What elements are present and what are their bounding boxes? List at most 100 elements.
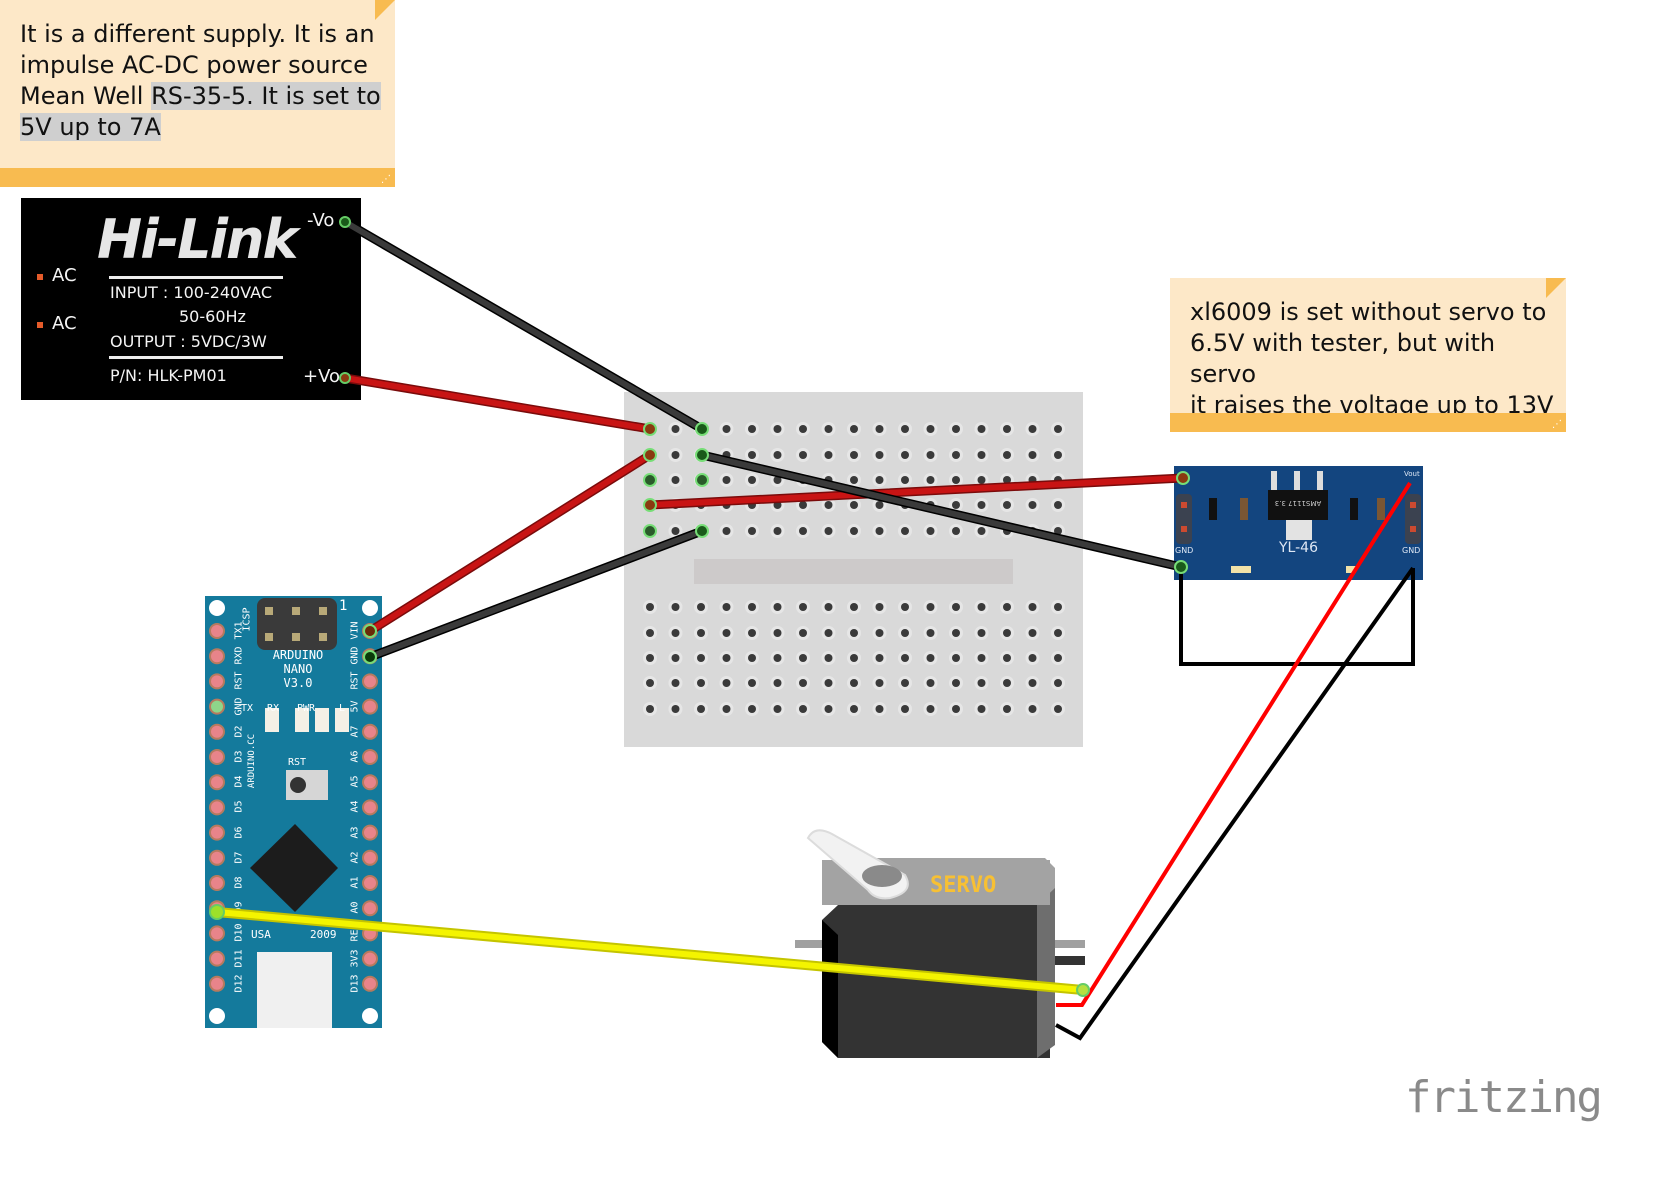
- breadboard-hole[interactable]: [901, 451, 909, 459]
- breadboard-hole[interactable]: [926, 425, 935, 433]
- breadboard-hole[interactable]: [773, 451, 782, 459]
- breadboard-hole[interactable]: [1054, 527, 1062, 535]
- breadboard-hole[interactable]: [1003, 501, 1011, 509]
- nano-pin-d13[interactable]: [362, 975, 378, 992]
- breadboard-hole[interactable]: [697, 705, 705, 713]
- resize-grip-icon[interactable]: ⋰: [1552, 419, 1562, 430]
- breadboard-hole[interactable]: [850, 629, 858, 637]
- nano-pin-d3[interactable]: [209, 749, 225, 765]
- breadboard-hole[interactable]: [697, 654, 705, 662]
- breadboard-hole[interactable]: [850, 476, 858, 484]
- breadboard-hole[interactable]: [646, 603, 654, 611]
- breadboard-hole[interactable]: [977, 527, 986, 535]
- breadboard-hole[interactable]: [1003, 451, 1011, 459]
- breadboard-hole[interactable]: [799, 629, 807, 637]
- breadboard-hole[interactable]: [901, 603, 909, 611]
- breadboard-hole[interactable]: [952, 501, 960, 509]
- nano-pin-a5[interactable]: [362, 774, 378, 791]
- breadboard-hole[interactable]: [1003, 679, 1011, 687]
- breadboard-hole[interactable]: [952, 629, 960, 637]
- breadboard-hole[interactable]: [1028, 629, 1037, 637]
- breadboard-hole[interactable]: [850, 679, 858, 687]
- breadboard-hole[interactable]: [646, 679, 654, 687]
- breadboard-hole[interactable]: [926, 705, 935, 713]
- nano-pin-d4[interactable]: [209, 774, 225, 791]
- nano-pin-a4[interactable]: [362, 799, 378, 816]
- nano-pin-rst[interactable]: [362, 673, 378, 690]
- breadboard-hole[interactable]: [875, 476, 884, 484]
- breadboard-hole[interactable]: [875, 705, 884, 713]
- breadboard-hole[interactable]: [824, 654, 833, 662]
- breadboard-hole[interactable]: [901, 425, 909, 433]
- breadboard-hole[interactable]: [977, 654, 986, 662]
- breadboard-hole[interactable]: [748, 679, 756, 687]
- breadboard-hole[interactable]: [850, 654, 858, 662]
- breadboard-hole[interactable]: [952, 603, 960, 611]
- breadboard-hole[interactable]: [875, 654, 884, 662]
- nano-pin-a7[interactable]: [362, 723, 378, 740]
- breadboard-hole[interactable]: [952, 705, 960, 713]
- breadboard-hole[interactable]: [1028, 679, 1037, 687]
- breadboard-hole[interactable]: [901, 527, 909, 535]
- breadboard-hole[interactable]: [850, 501, 858, 509]
- wire-servo-gnd[interactable]: [1055, 566, 1415, 1041]
- nano-pin-d6[interactable]: [209, 824, 225, 841]
- resize-grip-icon[interactable]: ⋰: [381, 174, 391, 185]
- breadboard-hole[interactable]: [722, 654, 731, 662]
- breadboard-hole[interactable]: [722, 705, 731, 713]
- arduino-nano[interactable]: ICSP 1 ARDUINO NANO V3.0 TX RX PWR L RST…: [205, 596, 382, 1028]
- breadboard-hole[interactable]: [799, 425, 807, 433]
- wire-hilink-pos[interactable]: [342, 375, 653, 432]
- breadboard-hole[interactable]: [977, 629, 986, 637]
- breadboard-hole[interactable]: [875, 527, 884, 535]
- nano-pin-5v[interactable]: [362, 698, 378, 715]
- breadboard-hole[interactable]: [952, 654, 960, 662]
- breadboard-hole[interactable]: [646, 654, 654, 662]
- breadboard-hole[interactable]: [977, 679, 986, 687]
- hilink-power-module[interactable]: Hi-Link -Vo AC AC INPUT : 100-240VAC 50-…: [21, 198, 361, 400]
- breadboard-hole[interactable]: [850, 451, 858, 459]
- breadboard-hole[interactable]: [850, 425, 858, 433]
- nano-pin-d8[interactable]: [209, 875, 225, 891]
- wire-servo-power[interactable]: [1056, 481, 1412, 1007]
- breadboard-hole[interactable]: [977, 705, 986, 713]
- breadboard-hole[interactable]: [773, 603, 782, 611]
- breadboard-hole[interactable]: [875, 679, 884, 687]
- breadboard-hole[interactable]: [926, 527, 935, 535]
- breadboard-hole[interactable]: [671, 527, 680, 535]
- breadboard-hole[interactable]: [901, 476, 909, 484]
- breadboard-hole[interactable]: [901, 654, 909, 662]
- breadboard-hole[interactable]: [748, 705, 756, 713]
- breadboard-hole[interactable]: [926, 654, 935, 662]
- nano-pin-d7[interactable]: [209, 849, 225, 866]
- breadboard-hole[interactable]: [671, 629, 680, 637]
- breadboard-hole[interactable]: [748, 451, 756, 459]
- breadboard-hole[interactable]: [773, 425, 782, 433]
- breadboard-hole[interactable]: [824, 629, 833, 637]
- breadboard-hole[interactable]: [875, 451, 884, 459]
- breadboard-hole[interactable]: [952, 451, 960, 459]
- breadboard-hole[interactable]: [773, 476, 782, 484]
- breadboard-hole[interactable]: [1003, 603, 1011, 611]
- wire-vin[interactable]: [367, 452, 653, 634]
- breadboard-hole[interactable]: [773, 654, 782, 662]
- breadboard-hole[interactable]: [1054, 425, 1062, 433]
- breadboard-hole[interactable]: [748, 527, 756, 535]
- breadboard-hole[interactable]: [1054, 603, 1062, 611]
- breadboard-hole[interactable]: [824, 603, 833, 611]
- yl46-module[interactable]: AMS1117 3.3 YL-46 GND GND Vout: [1174, 466, 1423, 580]
- breadboard-hole[interactable]: [850, 603, 858, 611]
- nano-pin-a6[interactable]: [362, 749, 378, 765]
- breadboard-hole[interactable]: [1028, 603, 1037, 611]
- breadboard-hole[interactable]: [901, 629, 909, 637]
- breadboard-hole[interactable]: [722, 476, 731, 484]
- breadboard-hole[interactable]: [722, 527, 731, 535]
- breadboard-hole[interactable]: [926, 679, 935, 687]
- breadboard-hole[interactable]: [671, 476, 680, 484]
- breadboard-hole[interactable]: [1054, 629, 1062, 637]
- breadboard-hole[interactable]: [697, 679, 705, 687]
- breadboard-hole[interactable]: [875, 501, 884, 509]
- breadboard-hole[interactable]: [671, 705, 680, 713]
- breadboard-hole[interactable]: [977, 603, 986, 611]
- breadboard-hole[interactable]: [799, 679, 807, 687]
